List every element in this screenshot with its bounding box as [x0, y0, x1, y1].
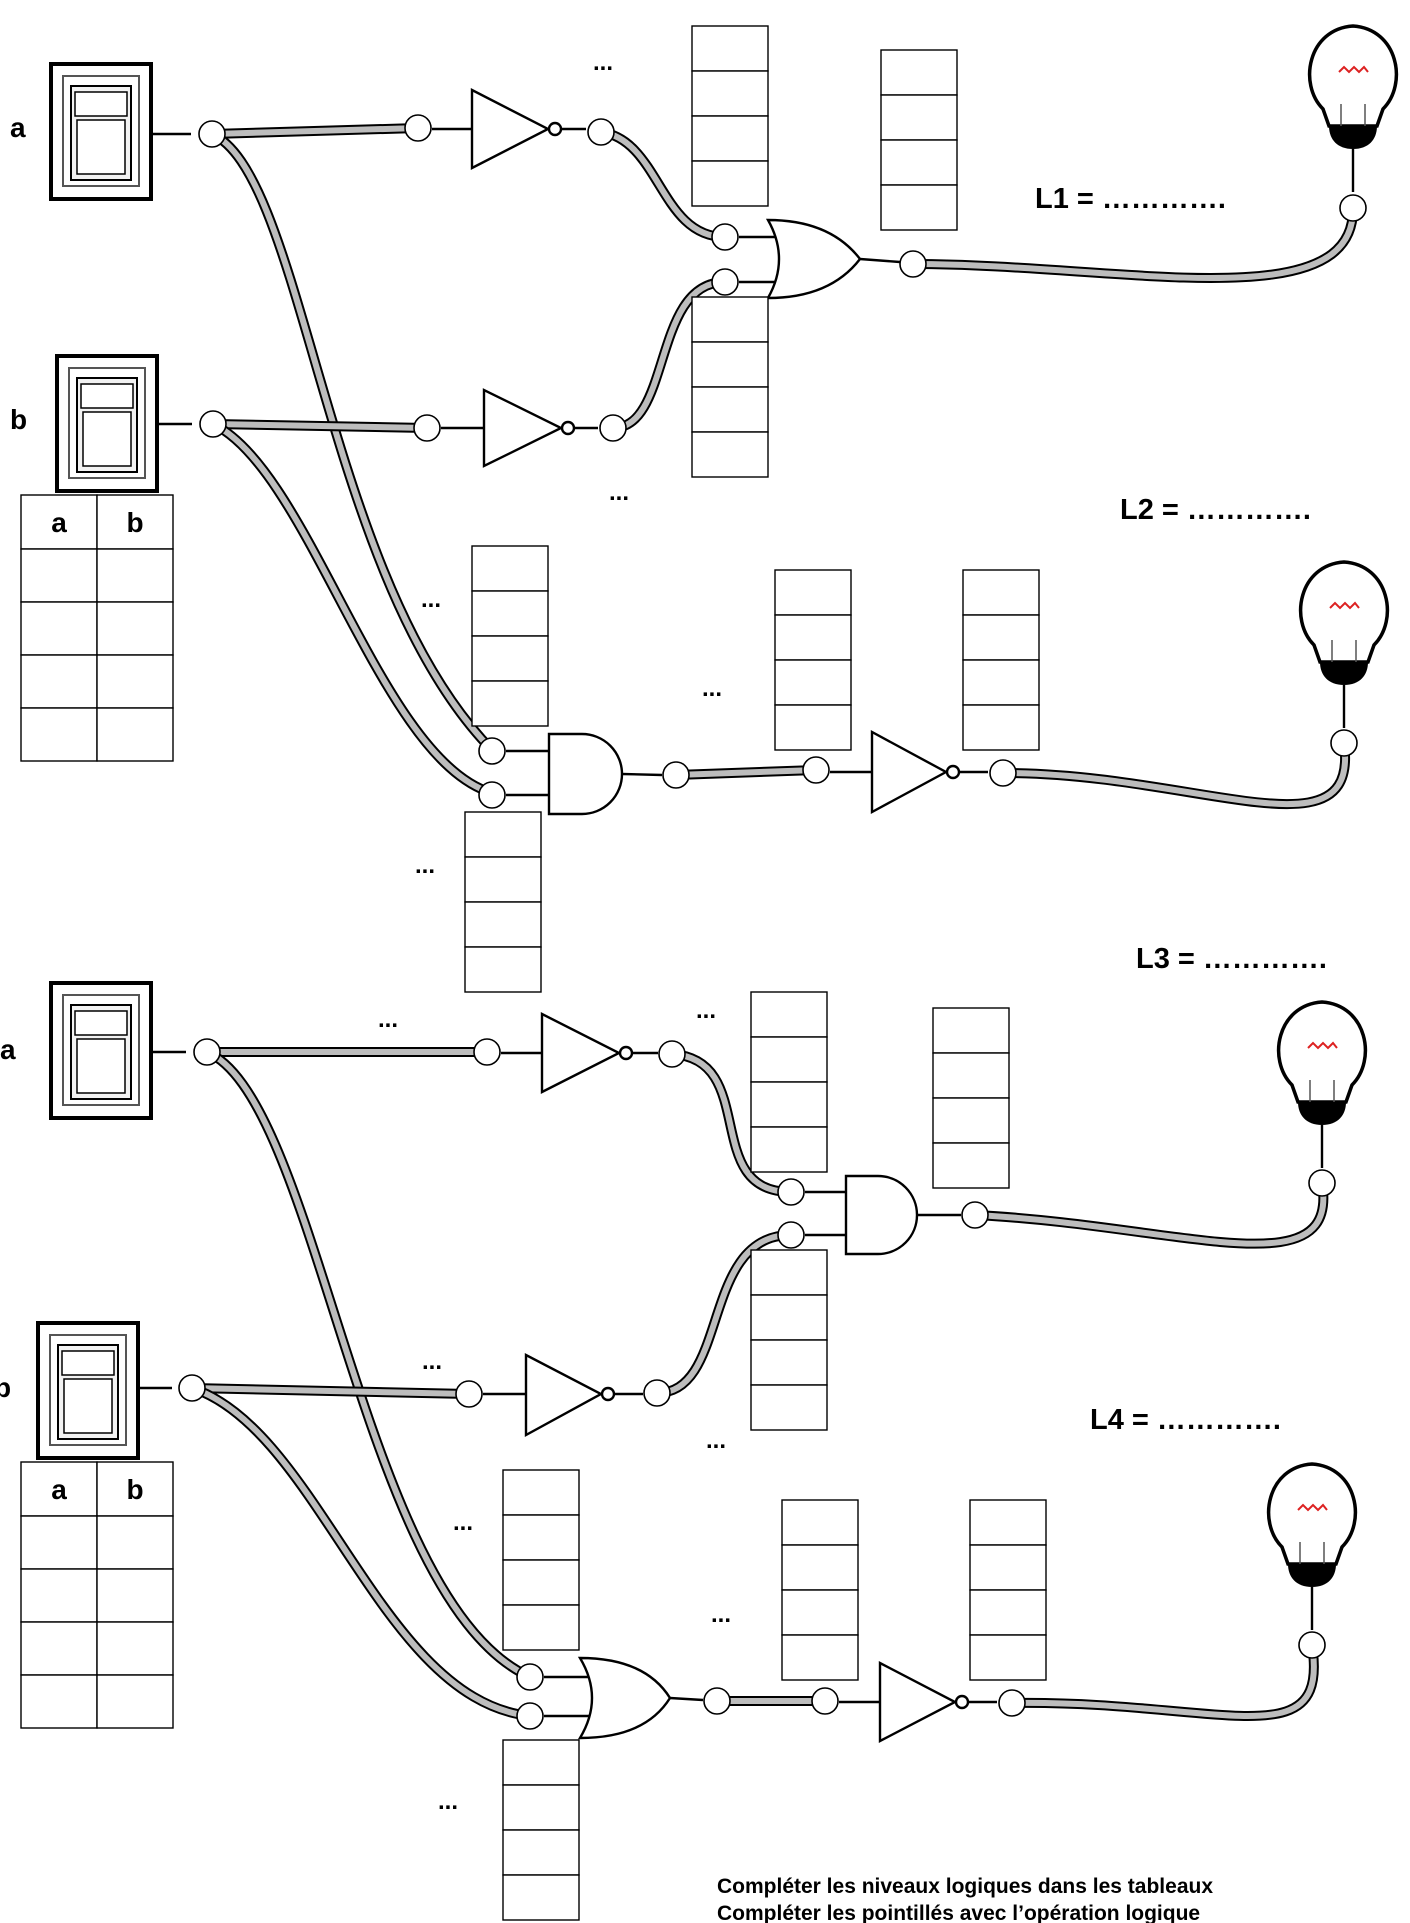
wire-a1-to-not1 — [207, 123, 423, 139]
answer-column-not2-out[interactable] — [691, 296, 769, 478]
switch-a-1[interactable] — [49, 62, 191, 201]
instruction-line-2: Compléter les pointillés avec l’opératio… — [717, 1902, 1200, 1923]
answer-column-lamp2[interactable] — [962, 569, 1040, 751]
wire-and2-to-lamp3 — [970, 1178, 1329, 1249]
wire-a1-to-and1 — [207, 129, 497, 755]
switch-b-1[interactable] — [55, 354, 192, 493]
wire-b1-to-and1 — [208, 419, 497, 798]
lamp-3 — [1276, 1000, 1368, 1168]
blank-mark: ... — [378, 1006, 398, 1033]
table-cell[interactable] — [96, 1674, 174, 1729]
or-gate-2 — [544, 1656, 704, 1740]
and-gate-2 — [805, 1174, 961, 1256]
lamp-1 — [1307, 24, 1399, 192]
truth-table-1-header-b: b — [126, 507, 143, 538]
wire-not1-to-or1 — [596, 127, 730, 242]
wire-not4-to-and2 — [667, 1049, 796, 1197]
table-cell[interactable] — [20, 654, 98, 709]
not-gate-5 — [483, 1353, 643, 1438]
lamp-label-l3: L3 = …………. — [1136, 943, 1327, 975]
blank-mark: ... — [609, 479, 629, 506]
table-cell[interactable] — [20, 548, 98, 603]
answer-column-and1-in-a[interactable] — [471, 545, 549, 727]
wires — [187, 123, 1359, 1721]
wire-b1-to-not2 — [208, 419, 432, 433]
wire-not6-to-lamp4 — [1007, 1640, 1319, 1721]
or-gate-1 — [739, 218, 901, 300]
not-gate-3 — [830, 729, 988, 815]
blank-mark: ... — [415, 852, 435, 879]
switch-label-b-1: b — [10, 404, 27, 435]
blank-mark: ... — [711, 1601, 731, 1628]
answer-column-not5-out[interactable] — [750, 1249, 828, 1431]
table-cell[interactable] — [96, 1568, 174, 1623]
table-cell[interactable] — [96, 707, 174, 762]
answer-column-lamp1[interactable] — [880, 49, 958, 231]
wire-b2-to-not5 — [187, 1383, 474, 1399]
truth-table-2-header-a: a — [51, 1474, 67, 1505]
table-cell[interactable] — [96, 548, 174, 603]
table-cell[interactable] — [96, 1515, 174, 1570]
answer-column-not1-out[interactable] — [691, 25, 769, 207]
switch-b-2[interactable] — [36, 1321, 172, 1460]
not-gate-6 — [839, 1661, 997, 1743]
wire-not5-to-and2 — [652, 1230, 796, 1398]
blank-mark: ... — [453, 1509, 473, 1536]
table-cell[interactable] — [96, 1621, 174, 1676]
blank-mark: ... — [702, 675, 722, 702]
not-gate-2 — [441, 388, 598, 468]
not-gate-4 — [501, 1012, 658, 1094]
truth-table-2-header-b: b — [126, 1474, 143, 1505]
truth-table-2: a b — [20, 1461, 174, 1729]
lamp-2 — [1298, 560, 1390, 728]
table-cell[interactable] — [96, 601, 174, 656]
truth-table-1-header-a: a — [51, 507, 67, 538]
answer-column-not4-out[interactable] — [750, 991, 828, 1173]
table-cell[interactable] — [20, 707, 98, 762]
table-cell[interactable] — [20, 1568, 98, 1623]
lamp-label-l4: L4 = …………. — [1090, 1404, 1281, 1436]
answer-column-or2-in-a[interactable] — [502, 1469, 580, 1651]
table-cell[interactable] — [96, 654, 174, 709]
table-cell[interactable] — [20, 601, 98, 656]
wire-and1-to-not3 — [671, 765, 821, 780]
wire-not3-to-lamp2 — [998, 738, 1351, 810]
answer-column-lamp4[interactable] — [969, 1499, 1047, 1681]
blank-mark: ... — [706, 1427, 726, 1454]
blank-mark: ... — [696, 997, 716, 1024]
blank-mark: ... — [438, 1788, 458, 1815]
table-cell[interactable] — [20, 1621, 98, 1676]
switch-a-2[interactable] — [49, 981, 186, 1120]
not-gate-1 — [432, 88, 586, 170]
wire-not2-to-or1 — [608, 277, 730, 433]
and-gate-1 — [506, 732, 663, 816]
answer-column-or2-in-b[interactable] — [502, 1739, 580, 1921]
answer-column-and1-in-b[interactable] — [464, 811, 542, 993]
lamp-4 — [1266, 1462, 1358, 1630]
truth-table-1: a b — [20, 494, 174, 762]
wire-or1-to-lamp1 — [908, 203, 1359, 283]
switch-label-b-2: b — [0, 1372, 11, 1403]
lamp-label-l2: L2 = …………. — [1120, 494, 1311, 526]
blank-mark: ... — [421, 586, 441, 613]
instruction-line-1: Compléter les niveaux logiques dans les … — [717, 1875, 1213, 1898]
switch-label-a-1: a — [10, 112, 26, 143]
connection-pins — [178, 114, 1367, 1730]
wire-b2-to-or2 — [187, 1383, 535, 1721]
table-cell[interactable] — [20, 1674, 98, 1729]
answer-column-lamp3[interactable] — [932, 1007, 1010, 1189]
blank-mark: ... — [422, 1348, 442, 1375]
answer-column-or2-out[interactable] — [781, 1499, 859, 1681]
blank-mark: ... — [593, 49, 613, 76]
switch-label-a-2: a — [0, 1034, 16, 1065]
lamp-label-l1: L1 = …………. — [1035, 183, 1226, 215]
answer-column-and1-out[interactable] — [774, 569, 852, 751]
wire-a2-to-or2 — [202, 1047, 535, 1682]
table-cell[interactable] — [20, 1515, 98, 1570]
